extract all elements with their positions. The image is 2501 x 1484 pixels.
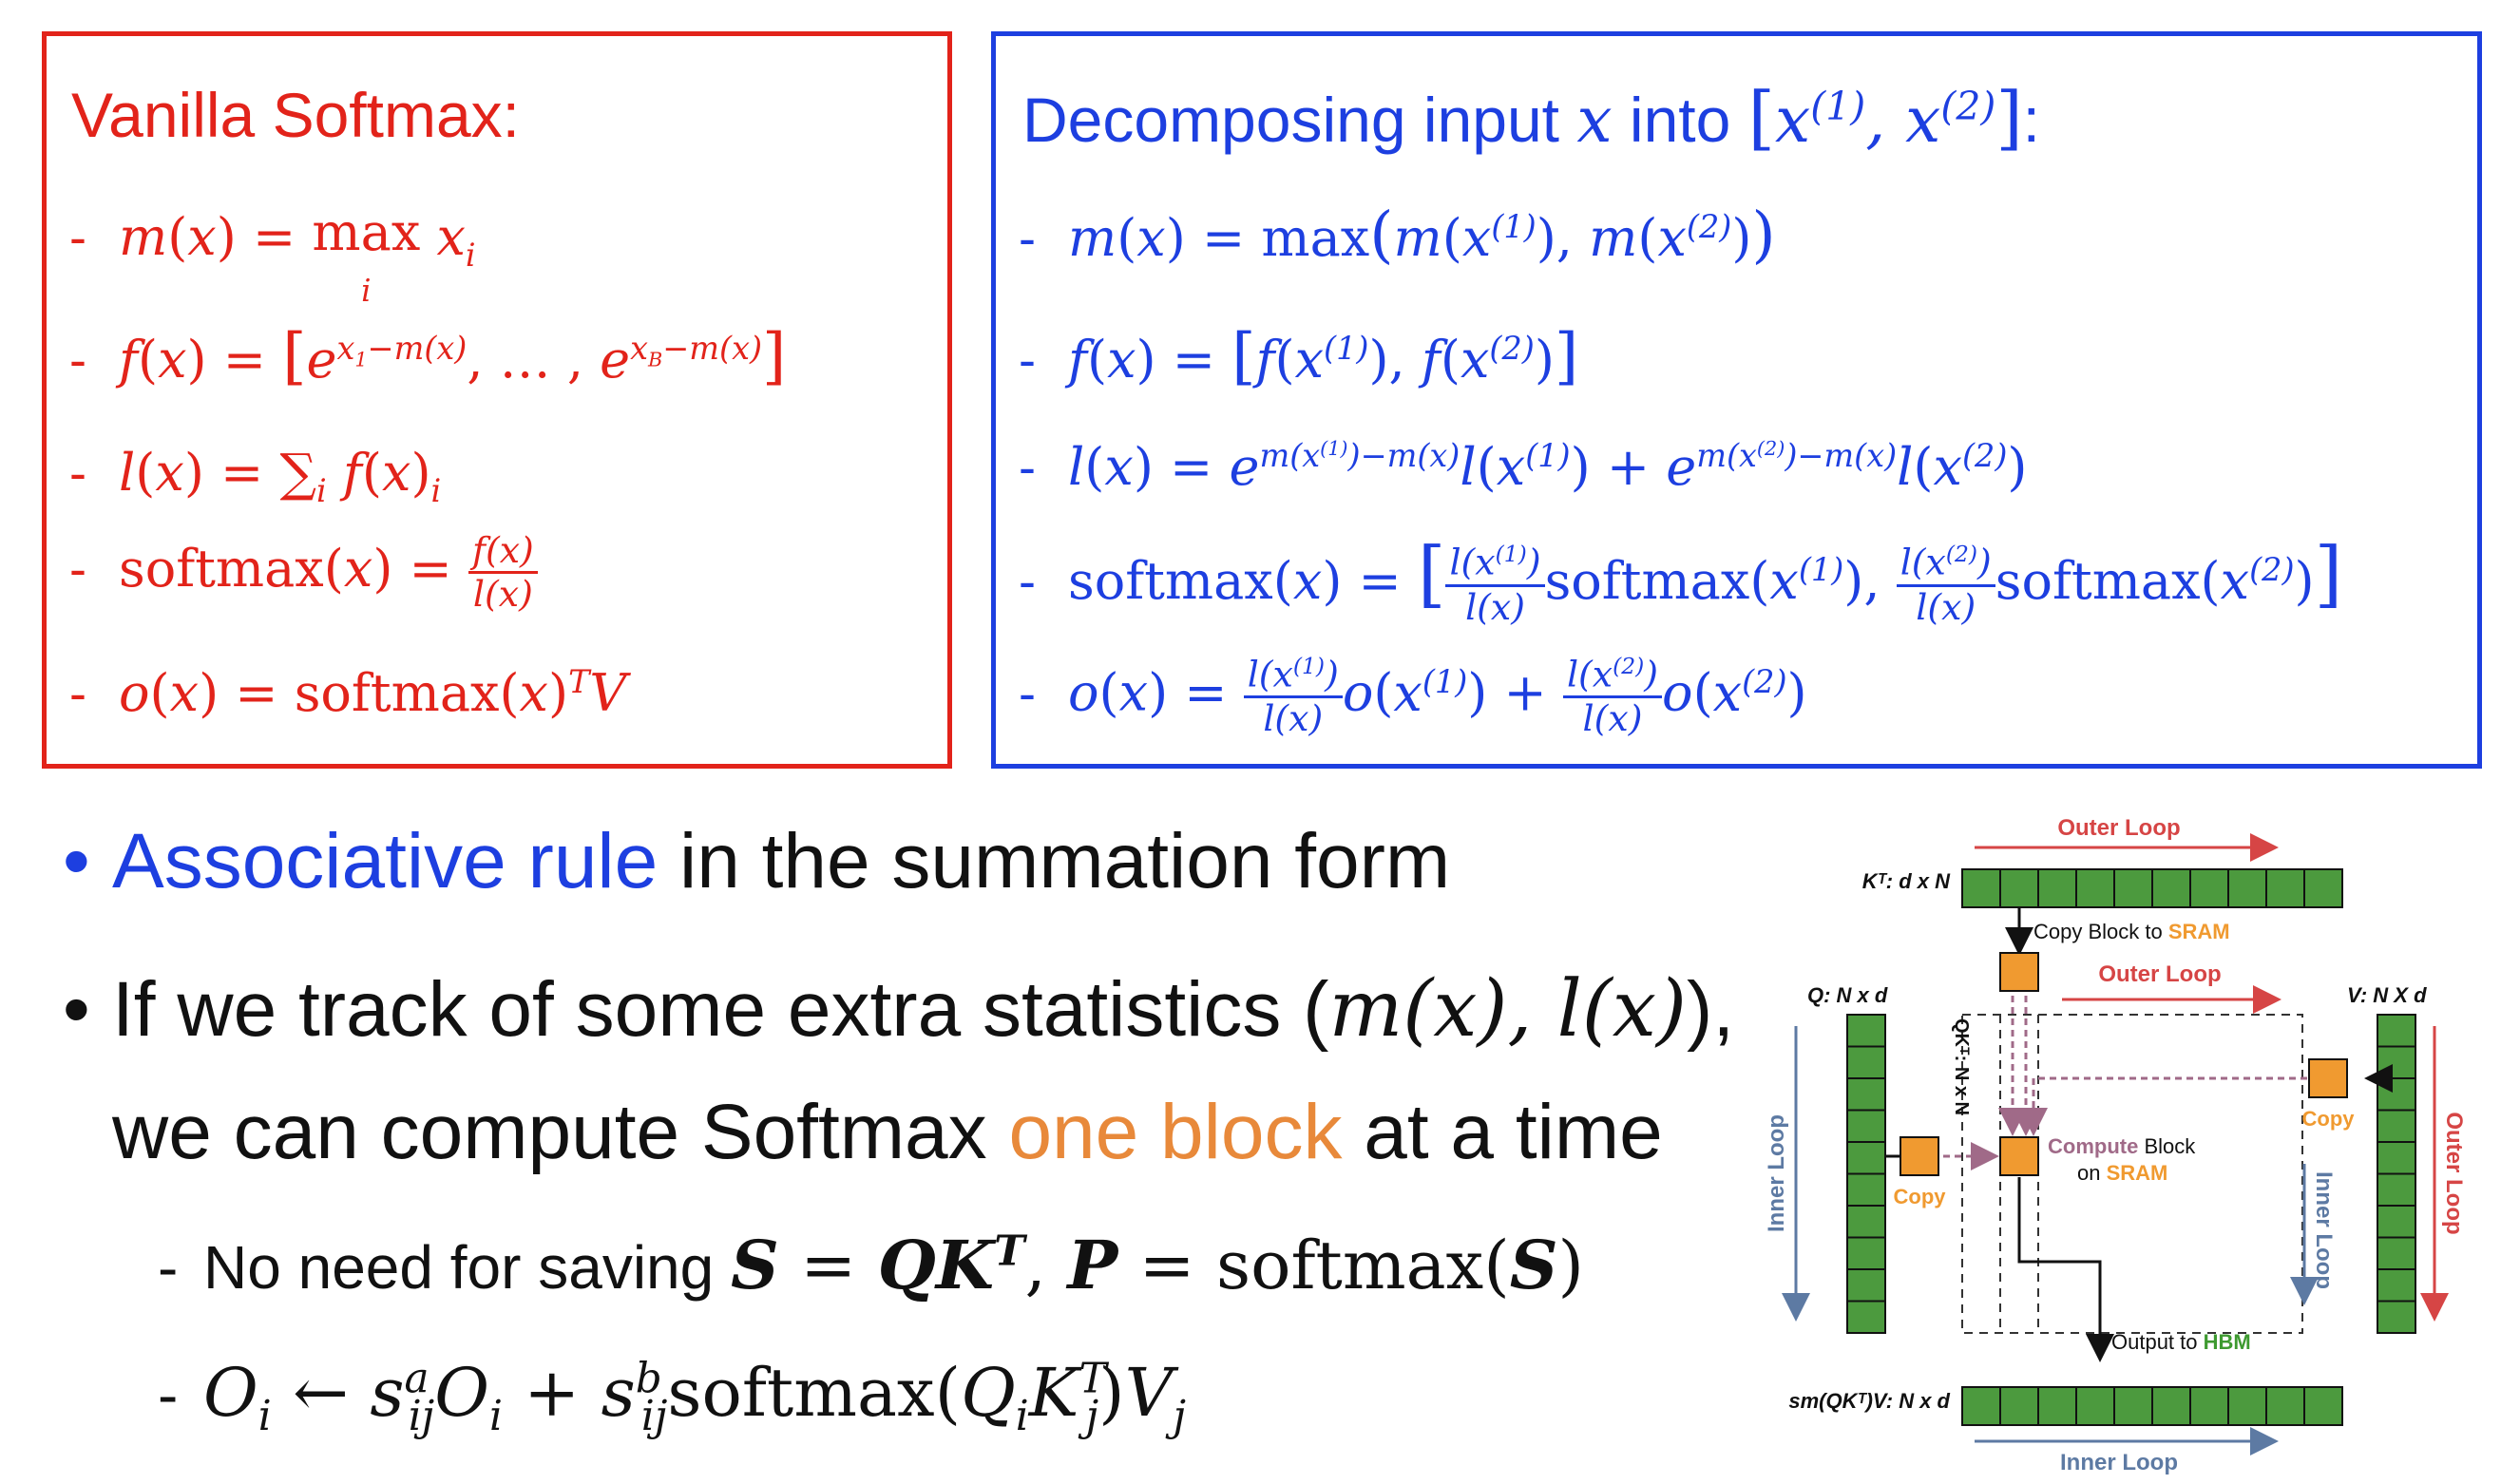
kt-block-cell [2151,868,2191,908]
output-block-cell [2075,1386,2115,1426]
compute-block [1999,1136,2039,1176]
output-arrow [2017,1177,2114,1362]
output-blocks [1961,1386,2343,1426]
v-copy-to-compute [2019,1076,2307,1136]
eq-softmax: -softmax(x) = f(x)l(x) [69,529,538,616]
vanilla-softmax-title: Vanilla Softmax: [71,80,520,150]
kt-block-cell [2265,868,2305,908]
output-block-cell [2037,1386,2077,1426]
copy-right-label: Copy [2302,1107,2356,1131]
v-block-cell [2377,1268,2416,1303]
compute-block-label: Compute Block [2048,1134,2196,1158]
kt-block-cell [2037,868,2077,908]
output-block-cell [1999,1386,2039,1426]
qkt-region [1961,1014,2303,1334]
on-sram-label: on SRAM [2077,1161,2167,1185]
kt-block-cell [2227,868,2267,908]
q-block-cell [1846,1268,1886,1303]
v-block-cell [2377,1172,2416,1207]
q-block-cell [1846,1077,1886,1112]
copy-left-label: Copy [1894,1185,1947,1208]
kt-block-cell [2189,868,2229,908]
sub-bullet-update-rule: -Oi ← saijOi + sbijsoftmax(QiKTj)Vj [158,1354,1187,1441]
output-block-cell [2189,1386,2229,1426]
decomposing-box: Decomposing input x into [x(1), x(2)]: -… [991,31,2482,769]
v-block-cell [2377,1109,2416,1143]
v-block-cell [2377,1045,2416,1079]
q-block-cell [1846,1045,1886,1079]
v-blocks [2377,1014,2416,1334]
smqkv-label: sm(QKᵀ)V: N x d [1788,1389,1950,1413]
v-block-cell [2377,1141,2416,1175]
kt-blocks [1961,868,2343,908]
output-block-cell [2265,1386,2305,1426]
q-copy-block [1900,1136,1939,1176]
bullet-associative: •Associative rule in the summation form [63,818,1451,904]
kt-block-cell [2303,868,2343,908]
qkt-label: QKᵀ: N x N [1951,1018,1972,1115]
bullet-extra-statistics: •If we track of some extra statistics (m… [63,964,1735,1055]
v-copy-block [2308,1058,2348,1098]
inner-loop-bottom-label: Inner Loop [2060,1450,2178,1475]
eq-decomp-f: -f(x) = [f(x(1)), f(x(2))] [1019,321,1579,392]
outer-loop-top-label: Outer Loop [2057,815,2180,841]
q-label: Q: N x d [1807,983,1888,1007]
flash-attention-diagram: Outer Loop Kᵀ: d x N Copy Block to SRAM … [1764,815,2467,1475]
output-block-cell [2113,1386,2153,1426]
eq-o: -o(x) = softmax(x)TV [69,663,627,723]
eq-l: -l(x) = ∑i f(x)i [69,443,442,509]
eq-decomp-o: -o(x) = l(x(1))l(x)o(x(1)) + l(x(2))l(x)… [1019,653,1807,740]
q-block-cell [1846,1300,1886,1334]
q-block-cell [1846,1236,1886,1270]
eq-decomp-max: -m(x) = max(m(x(1)), m(x(2))) [1019,200,1776,271]
kt-block-cell [2113,868,2153,908]
eq-decomp-softmax: -softmax(x) = [l(x(1))l(x)softmax(x(1)),… [1019,532,2343,628]
q-block-cell [1846,1205,1886,1239]
output-label: Output to HBM [2111,1330,2251,1354]
q-blocks [1846,1014,1886,1334]
kt-label: Kᵀ: d x N [1862,869,1951,893]
outer-loop-right-label: Outer Loop [2441,1112,2467,1234]
decomposing-title: Decomposing input x into [x(1), x(2)]: [1022,79,2040,159]
q-block-cell [1846,1014,1886,1048]
outer-loop-mid-label: Outer Loop [2098,961,2221,987]
output-block-cell [2151,1386,2191,1426]
bullet-extra-statistics-cont: we can compute Softmax one block at a ti… [112,1089,1663,1175]
q-block-cell [1846,1172,1886,1207]
kt-copy-block [1999,952,2039,992]
output-block-cell [1961,1386,2001,1426]
eq-decomp-l: -l(x) = em(x(1))−m(x)l(x(1)) + em(x(2))−… [1019,437,2028,498]
output-block-cell [2303,1386,2343,1426]
v-block-cell [2377,1236,2416,1270]
v-block-cell [2377,1014,2416,1048]
eq-f: -f(x) = [ex1−m(x), … , exB−m(x)] [69,321,787,392]
inner-loop-right-label: Inner Loop [2311,1171,2337,1289]
kt-block-cell [2075,868,2115,908]
output-block-cell [2227,1386,2267,1426]
sub-bullet-no-saving: -No need for saving S = QKT, P = softmax… [158,1226,1585,1304]
q-block-cell [1846,1141,1886,1175]
v-label: V: N X d [2347,983,2427,1007]
v-block-cell [2377,1077,2416,1112]
kt-block-cell [1999,868,2039,908]
inner-loop-left-label: Inner Loop [1764,1114,1789,1232]
v-block-cell [2377,1300,2416,1334]
v-block-cell [2377,1205,2416,1239]
kt-block-cell [1961,868,2001,908]
copy-block-label: Copy Block to SRAM [2033,920,2230,943]
q-block-cell [1846,1109,1886,1143]
